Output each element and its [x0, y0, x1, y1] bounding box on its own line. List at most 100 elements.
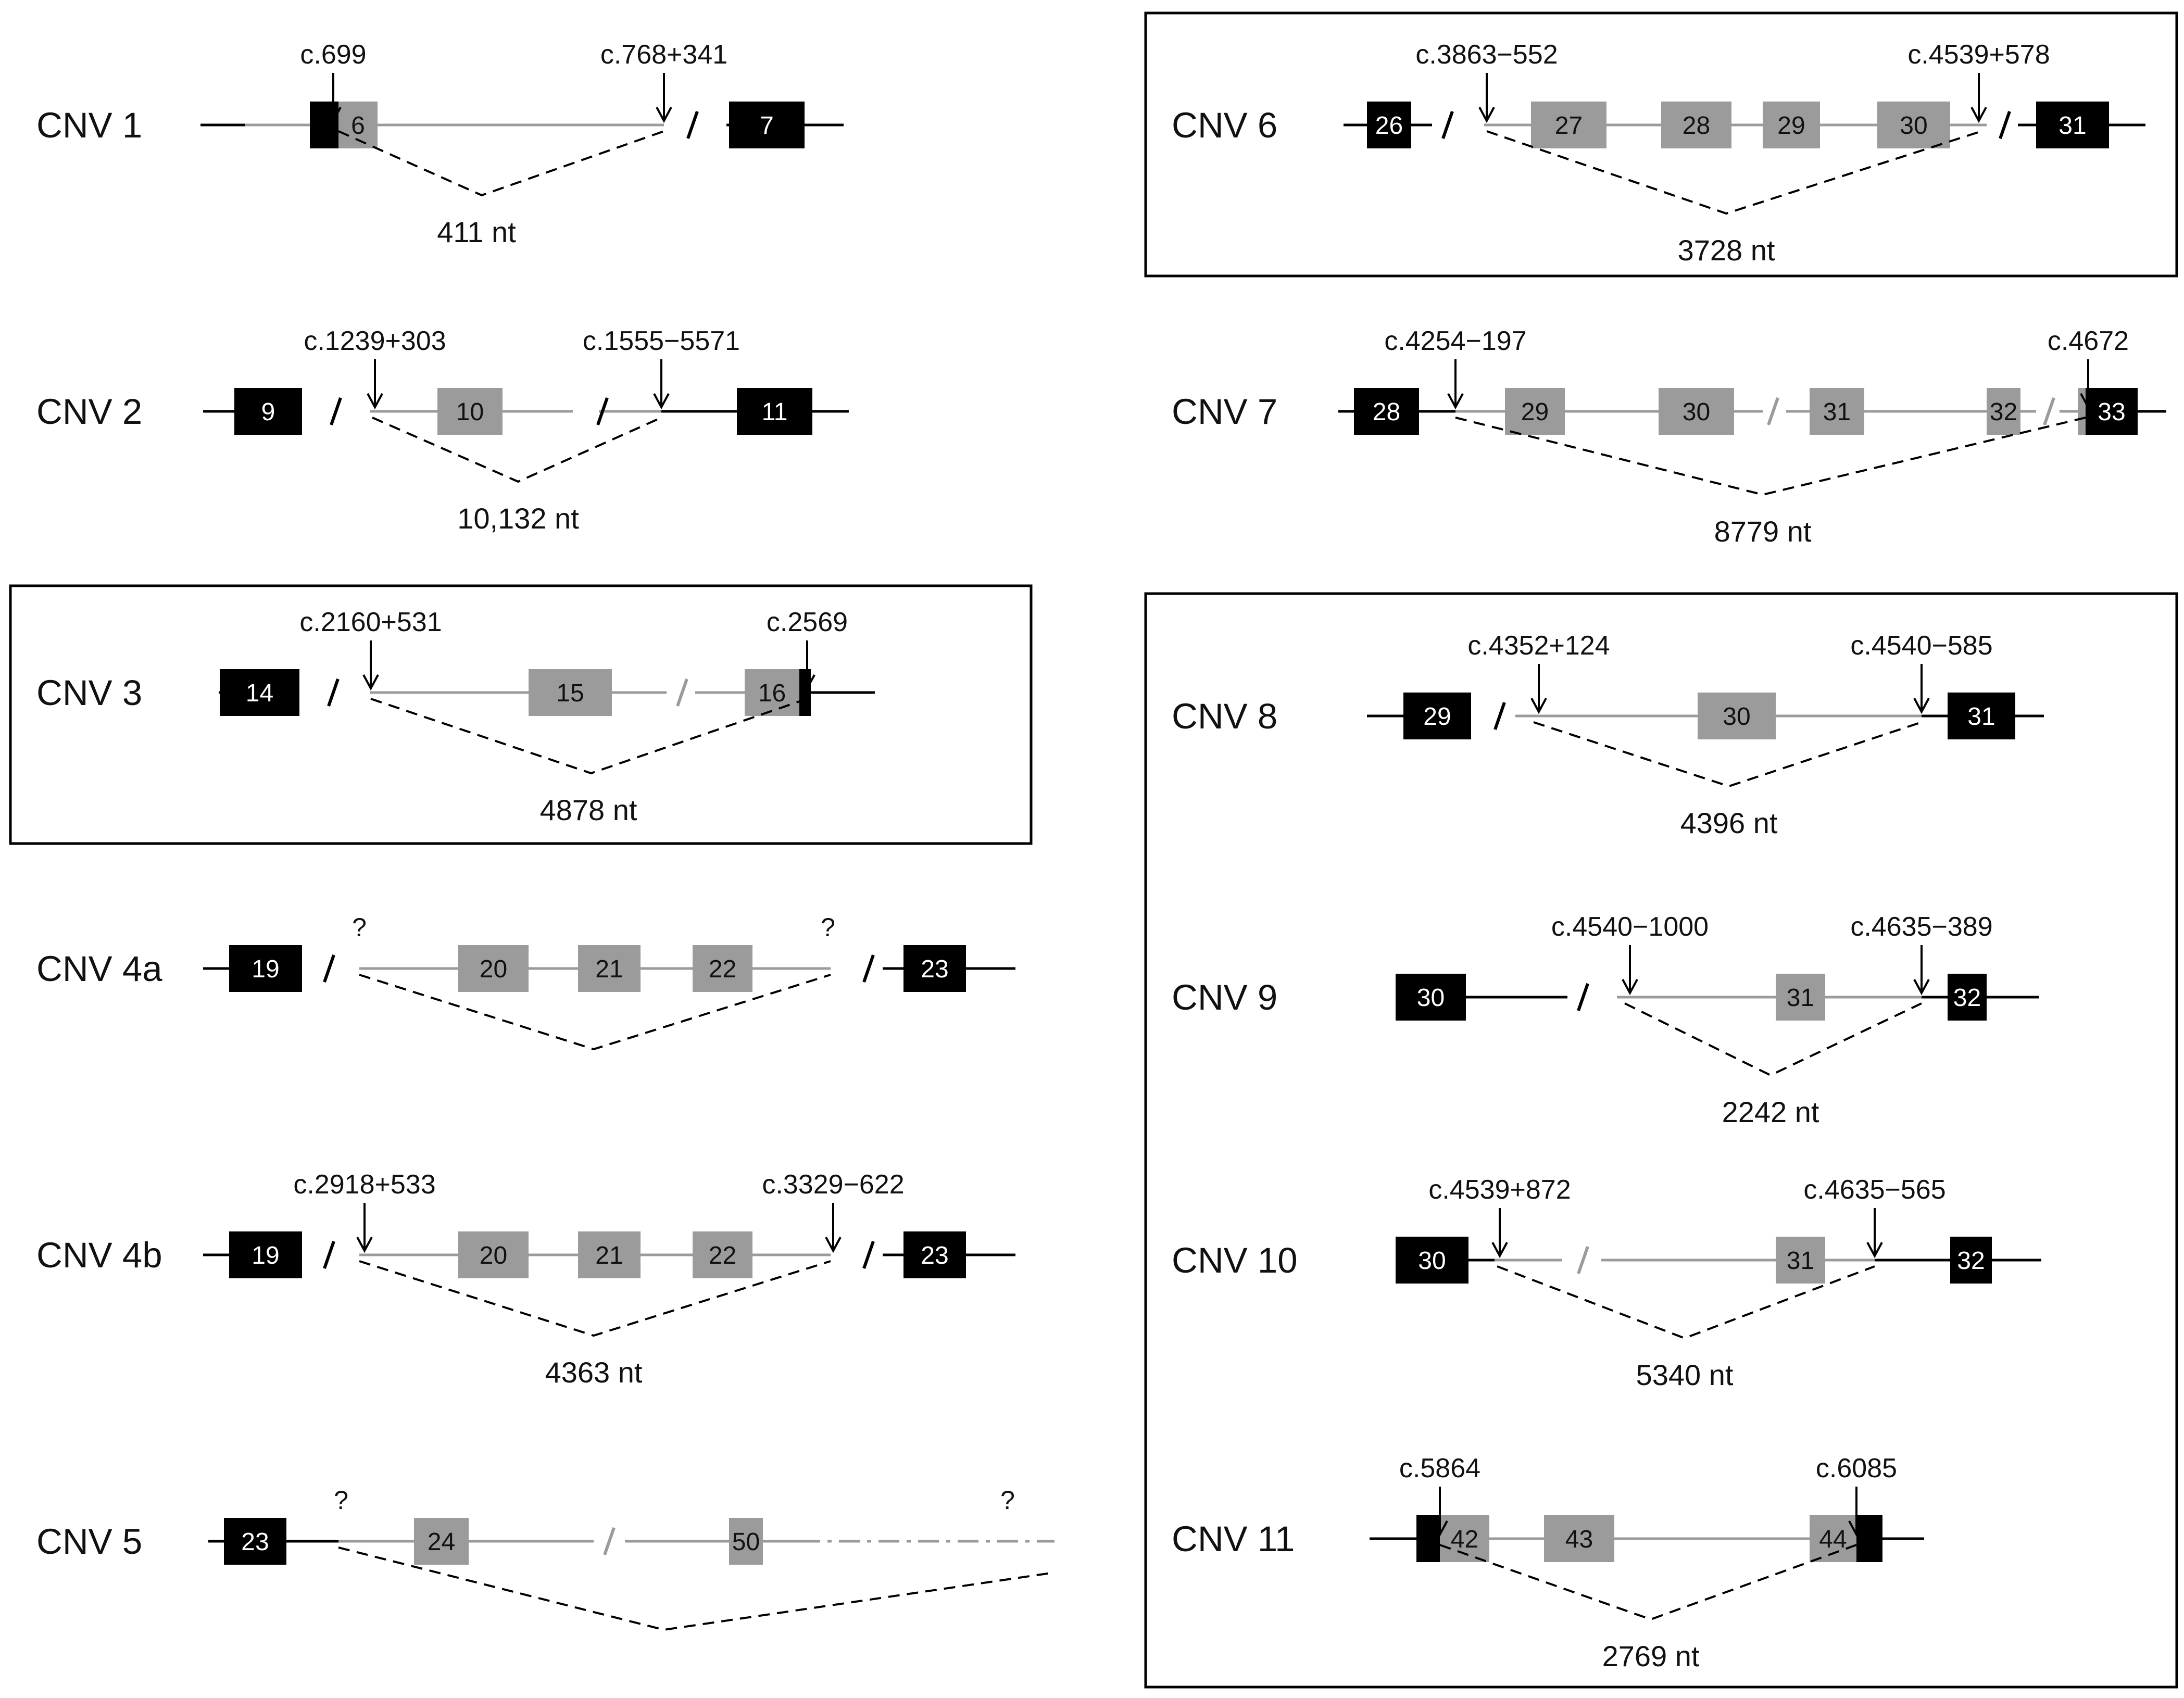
deletion-span: [1497, 1265, 1875, 1340]
breakpoint-label: c.4539+578: [1907, 40, 2050, 70]
exon-deleted: [1698, 693, 1776, 739]
exon-number: 30: [1417, 984, 1445, 1012]
exon-number: 22: [709, 1242, 736, 1269]
break-slash: [1493, 702, 1506, 730]
exon-number: 11: [762, 398, 788, 426]
exon-number: 29: [1521, 398, 1549, 426]
exon-deleted: [458, 945, 529, 992]
break-slash: [330, 397, 342, 425]
exon-number: 31: [1967, 703, 1995, 731]
exon-number: 28: [1373, 398, 1400, 426]
exon-number: 15: [556, 680, 584, 707]
exon-retained: [1403, 693, 1471, 739]
exon-retained: [224, 1518, 286, 1565]
breakpoint-label: c.4352+124: [1467, 631, 1610, 661]
exon-deleted: [1661, 102, 1731, 148]
group-box: [1144, 592, 2178, 1689]
break-slash: [596, 397, 609, 425]
cnv-label: CNV 9: [1172, 977, 1277, 1017]
exon-number: 44: [1819, 1526, 1847, 1553]
deletion-span: [370, 698, 808, 775]
arrow-head: [1913, 698, 1930, 714]
exon-number: 23: [921, 955, 948, 983]
break-slash: [603, 1527, 616, 1555]
arrow-head: [1478, 107, 1495, 123]
arrow-head: [1913, 979, 1930, 996]
group-box: [1144, 11, 2178, 278]
exon-number: 21: [595, 955, 623, 983]
exon-number: 42: [1451, 1526, 1478, 1553]
cnv-label: CNV 10: [1172, 1240, 1298, 1280]
exon-number: 20: [480, 1242, 507, 1269]
exon-deleted: [1505, 388, 1565, 435]
exon-retained: [1354, 388, 1419, 435]
breakpoint-label: c.1555−5571: [583, 326, 740, 356]
exon-deleted: [693, 1231, 752, 1278]
deletion-span: [359, 1260, 831, 1337]
exon-retained: [1416, 1515, 1440, 1562]
exon-retained: [1367, 102, 1411, 148]
exon-number: 31: [1787, 1247, 1814, 1275]
exon-deleted: [1776, 1237, 1825, 1284]
exon-number: 21: [595, 1242, 623, 1269]
deletion-size: 4396 nt: [1680, 807, 1778, 839]
exon-retained: [729, 102, 805, 148]
deletion-span: [1439, 1544, 1857, 1621]
exon-deleted: [437, 388, 503, 435]
cnv-label: CNV 3: [36, 673, 142, 713]
exon-number: 23: [921, 1242, 948, 1269]
cnv-label: CNV 8: [1172, 696, 1277, 736]
exon-deleted: [1763, 102, 1820, 148]
arrow-head: [325, 107, 342, 123]
exon-number: 9: [261, 398, 275, 426]
deletion-span: [1486, 130, 1982, 215]
exon-deleted: [745, 669, 799, 716]
exon-deleted: [1531, 102, 1606, 148]
breakpoint-label: c.2918+533: [293, 1169, 435, 1200]
exon-retained: [1950, 1237, 1992, 1284]
exon-deleted: [1776, 974, 1825, 1021]
exon-number: 31: [2059, 112, 2086, 140]
breakpoint-label: c.1239+303: [304, 326, 446, 356]
exon-retained: [737, 388, 812, 435]
exon-number: 20: [480, 955, 507, 983]
break-slash: [1767, 397, 1779, 425]
exon-number: 31: [1787, 984, 1814, 1012]
exon-deleted: [1877, 102, 1950, 148]
arrow-head: [1530, 698, 1547, 714]
exon-number: 19: [252, 955, 279, 983]
unknown-breakpoint-mark: ?: [1000, 1486, 1015, 1515]
breakpoint-label: c.4672: [2048, 326, 2129, 356]
exon-retained: [2036, 102, 2109, 148]
breakpoint-label: c.2160+531: [299, 607, 442, 637]
break-slash: [2043, 397, 2055, 425]
arrow-head: [799, 674, 815, 691]
exon-deleted: [1659, 388, 1734, 435]
arrow-head: [356, 1237, 373, 1253]
exon-number: 32: [1957, 1247, 1985, 1275]
cnv-label: CNV 1: [36, 105, 142, 145]
arrow-head: [1848, 1520, 1865, 1537]
exon-number: 30: [1418, 1247, 1446, 1275]
breakpoint-label: c.768+341: [600, 40, 727, 70]
deletion-span: [372, 417, 662, 483]
exon-retained: [1396, 1237, 1468, 1284]
exon-number: 23: [241, 1528, 269, 1556]
exon-retained: [234, 388, 302, 435]
breakpoint-label: c.699: [300, 40, 366, 70]
exon-number: 31: [1823, 398, 1851, 426]
exon-number: 16: [758, 680, 786, 707]
exon-number: 30: [1683, 398, 1710, 426]
unknown-breakpoint-mark: ?: [821, 913, 835, 942]
breakpoint-label: c.2569: [767, 607, 848, 637]
breakpoint-label: c.4635−565: [1803, 1175, 1945, 1205]
cnv-label: CNV 2: [36, 392, 142, 432]
arrow-head: [1432, 1520, 1448, 1537]
